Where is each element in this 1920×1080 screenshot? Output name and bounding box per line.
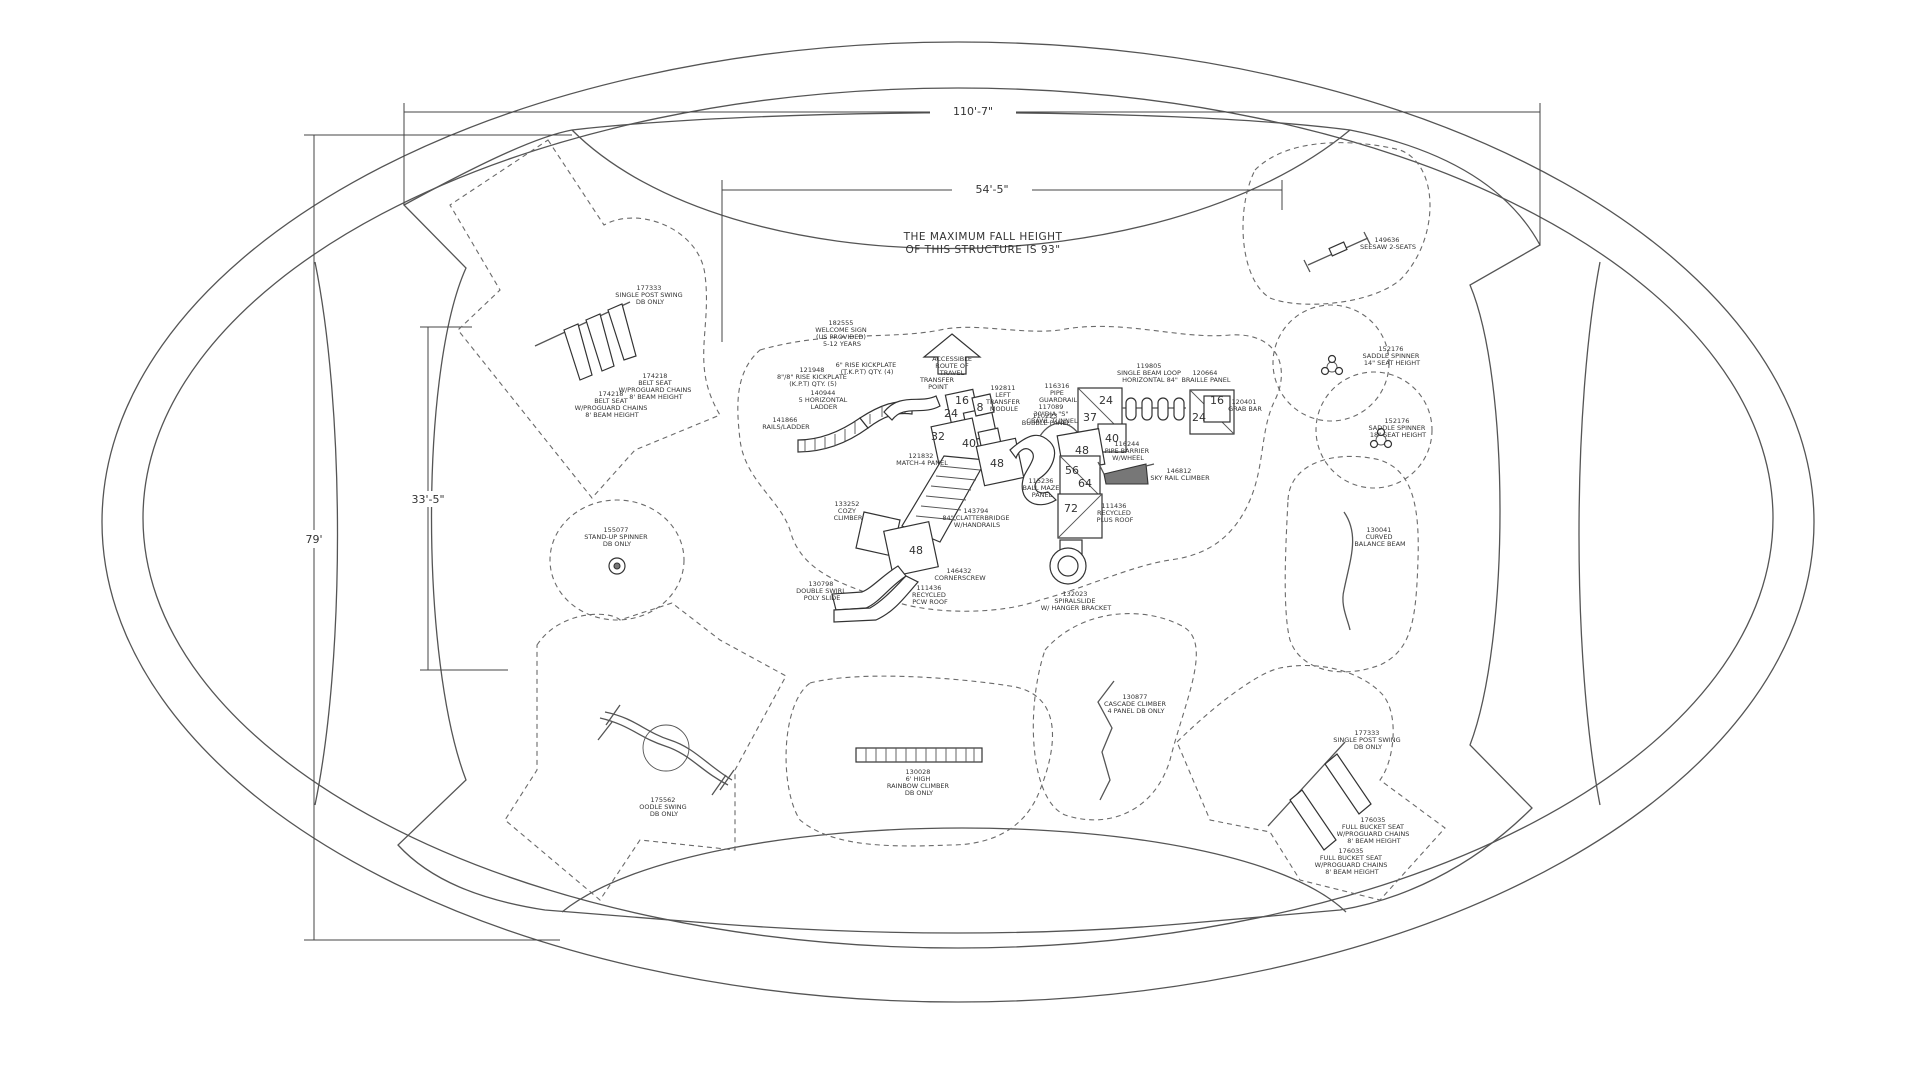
saddle-spinner-1-icon — [1320, 354, 1344, 376]
equipment — [534, 231, 1393, 851]
label-crawl-tunnel: 117089 30"DIA "S" CRAWL TUNNEL — [1026, 403, 1078, 425]
deck-height-56: 56 — [1065, 464, 1079, 477]
deck-height-48a: 48 — [990, 457, 1004, 470]
dimension-lines: 110'-7" 54'-5" 79' 33'-5" — [299, 103, 1541, 941]
fall-height-note: THE MAXIMUM FALL HEIGHT OF THIS STRUCTUR… — [903, 231, 1063, 256]
fall-height-line1: THE MAXIMUM FALL HEIGHT — [903, 231, 1063, 243]
bottom-arc — [561, 827, 1347, 913]
label-transfer-point: TRANSFER POINT — [919, 376, 956, 391]
surfacing-boundary — [397, 112, 1541, 934]
deck-height-40b: 40 — [1105, 432, 1119, 445]
deck-height-37: 37 — [1083, 411, 1097, 424]
label-ball-maze: 115236 BALL MAZE PANEL — [1023, 477, 1062, 499]
label-pipe-barrier: 116244 PIPE BARRIER W/WHEEL — [1105, 440, 1152, 462]
deck-height-48c: 48 — [1075, 444, 1089, 457]
label-match-panel: 121832 MATCH-4 PANEL — [896, 452, 948, 467]
label-roof-right: 111436 RECYCLED PLUS ROOF — [1097, 502, 1134, 524]
label-beam-loop: 119805 SINGLE BEAM LOOP HORIZONTAL 84" — [1117, 362, 1183, 384]
deck-height-24b: 24 — [1099, 394, 1113, 407]
label-spiral-slide: 132023 SPIRALSLIDE W/ HANGER BRACKET — [1041, 590, 1112, 612]
zone-seesaw — [1242, 142, 1431, 305]
accessible-route-arrow — [922, 333, 982, 375]
zone-saddle-spinner-2 — [1315, 371, 1433, 489]
label-clatterbridge: 143794 84" CLATTERBRIDGE W/HANDRAILS — [942, 507, 1011, 529]
zone-oodle-swing — [504, 602, 787, 901]
fall-height-line2: OF THIS STRUCTURE IS 93" — [905, 244, 1060, 256]
label-bucket-seat-1: 176035 FULL BUCKET SEAT W/PROGUARD CHAIN… — [1337, 816, 1412, 845]
label-belt-seat-1: 174218 BELT SEAT W/PROGUARD CHAINS 8' BE… — [619, 372, 694, 401]
label-bucket-seat-2: 176035 FULL BUCKET SEAT W/PROGUARD CHAIN… — [1315, 847, 1390, 876]
label-belt-seat-2: 174218 BELT SEAT W/PROGUARD CHAINS 8' BE… — [575, 390, 650, 419]
label-sky-rail: 146812 SKY RAIL CLIMBER — [1150, 467, 1210, 482]
label-swing-nw: 177333 SINGLE POST SWING DB ONLY — [615, 284, 684, 306]
overall-width-dim: 110'-7" — [953, 105, 993, 118]
label-horizontal-ladder: 140944 5 HORIZONTAL LADDER — [799, 389, 850, 411]
label-cornerscrew: 146432 CORNERSCREW — [934, 567, 986, 582]
play-structure — [797, 387, 1235, 623]
inner-oval — [142, 87, 1774, 949]
label-left-transfer: 192811 LEFT TRANSFER MODULE — [985, 384, 1022, 413]
swing-nw-icon — [534, 301, 637, 381]
structure-width-dim: 54'-5" — [975, 183, 1008, 196]
deck-height-16b: 16 — [1210, 394, 1224, 407]
zone-saddle-spinner-1 — [1272, 304, 1390, 422]
label-kickplate-27: 121948 8"/8" RISE KICKPLATE (K.P.T) QTY.… — [777, 366, 849, 388]
zone-cascade-climber — [1032, 613, 1197, 821]
label-double-slide: 130798 DOUBLE SWIRL POLY SLIDE — [796, 580, 848, 602]
label-pipe-guardrail: 116316 PIPE GUARDRAIL — [1039, 382, 1077, 404]
rainbow-climber-icon — [855, 747, 983, 763]
deck-height-16a: 16 — [955, 394, 969, 407]
label-braille-panel: 120664 BRAILLE PANEL — [1181, 369, 1230, 384]
equipment-labels: 177333 SINGLE POST SWING DB ONLY 174218 … — [575, 236, 1428, 876]
deck-height-72: 72 — [1064, 502, 1078, 515]
label-roof-left: 111436 RECYCLED PCW ROOF — [912, 584, 948, 606]
balance-beam-icon — [1342, 511, 1354, 631]
cascade-climber-icon — [1097, 680, 1115, 801]
deck-height-48b: 48 — [909, 544, 923, 557]
label-saddle-spinner-2: 152176 SADDLE SPINNER 18" SEAT HEIGHT — [1369, 417, 1428, 439]
label-oodle-swing: 175562 OODLE SWING DB ONLY — [639, 796, 688, 818]
left-band — [314, 261, 339, 806]
deck-height-8: 8 — [977, 401, 984, 414]
top-arc — [571, 129, 1351, 250]
seesaw-icon — [1303, 231, 1371, 273]
zone-swing-se — [1176, 664, 1446, 901]
right-band — [1578, 261, 1601, 806]
label-rungs-ladder: 141866 RAILS/LADDER — [762, 416, 810, 431]
label-seesaw: 149636 SEESAW 2-SEATS — [1360, 236, 1416, 251]
label-cozy-climber: 133252 COZY CLIMBER — [834, 500, 863, 522]
label-swing-se: 177333 SINGLE POST SWING DB ONLY — [1333, 729, 1402, 751]
swing-se-icon — [1267, 741, 1372, 851]
use-zones — [449, 139, 1446, 901]
overall-depth-dim: 79' — [305, 533, 322, 546]
deck-height-24c: 24 — [1192, 411, 1206, 424]
label-rainbow-climber: 130028 6' HIGH RAINBOW CLIMBER DB ONLY — [887, 768, 951, 797]
label-kickplate-8: 6" RISE KICKPLATE (T.K.P.T) QTY. (4) — [836, 361, 899, 376]
oodle-swing-icon — [597, 704, 735, 796]
zone-depth-dim: 33'-5" — [411, 493, 444, 506]
label-balance-beam: 130041 CURVED BALANCE BEAM — [1354, 526, 1405, 548]
outer-oval — [101, 41, 1815, 1003]
deck-height-40a: 40 — [962, 437, 976, 450]
site-outline — [101, 41, 1815, 1003]
deck-height-24a: 24 — [944, 407, 958, 420]
accessible-route-label: ACCESSIBLE ROUTE OF TRAVEL — [932, 355, 972, 377]
label-standup-spinner: 155077 STAND-UP SPINNER DB ONLY — [584, 526, 649, 548]
accessible-route-line1: ACCESSIBLE — [932, 355, 972, 363]
zone-standup-spinner — [549, 499, 685, 621]
standup-spinner-icon — [608, 557, 626, 575]
label-bubble-panel: 110223 BUBBLE PANEL — [1022, 412, 1071, 427]
saddle-spinner-2-icon — [1369, 427, 1393, 449]
accessible-route-line3: TRAVEL — [939, 369, 965, 377]
deck-height-64: 64 — [1078, 477, 1092, 490]
label-cascade-climber: 130877 CASCADE CLIMBER 4 PANEL DB ONLY — [1104, 693, 1168, 715]
deck-height-32: 32 — [931, 430, 945, 443]
zone-structure — [737, 325, 1282, 612]
deck-heights: 16 24 8 40 32 48 48 48 37 40 56 64 72 24… — [909, 394, 1224, 557]
label-welcome-sign: 182555 WELCOME SIGN (US PROVIDED) 5-12 Y… — [815, 319, 869, 348]
accessible-route-line2: ROUTE OF — [935, 362, 969, 370]
label-grab-bar: 120401 GRAB BAR — [1228, 398, 1262, 413]
label-saddle-spinner-1: 152176 SADDLE SPINNER 14" SEAT HEIGHT — [1363, 345, 1422, 367]
